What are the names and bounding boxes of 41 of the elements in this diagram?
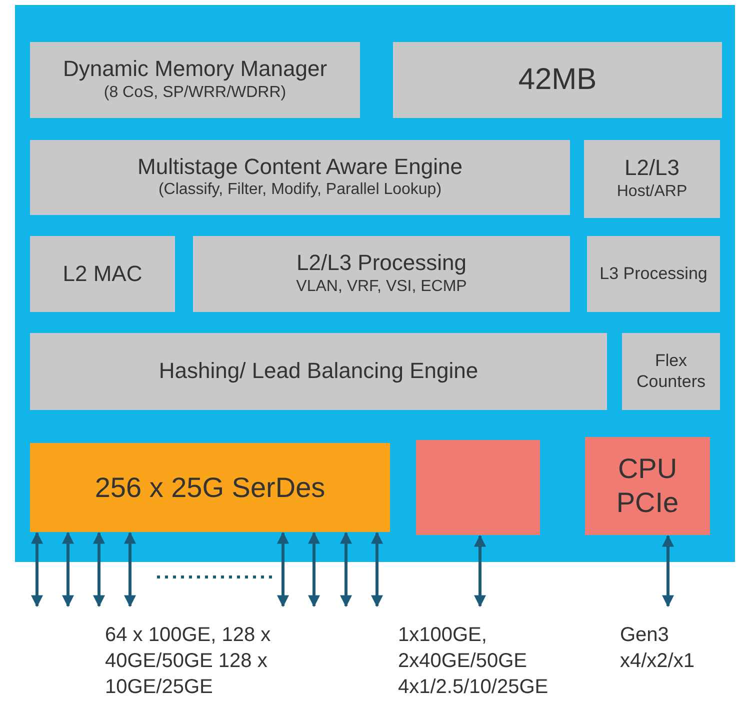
double-arrow xyxy=(31,532,43,608)
block-box xyxy=(584,140,720,218)
block-title: L2/L3 Processing xyxy=(296,250,466,277)
double-arrow xyxy=(371,532,383,608)
port-spec-text: 64 x 100GE, 128 x 40GE/50GE 128 x 10GE/25GE xyxy=(105,623,272,700)
chip-outline xyxy=(15,5,735,562)
block-subtitle: VLAN, VRF, VSI, ECMP xyxy=(296,276,467,297)
block-title: Dynamic Memory Manager xyxy=(62,56,328,83)
double-arrow xyxy=(474,534,486,608)
block-title: Flex Counters xyxy=(636,351,706,392)
double-arrow xyxy=(124,532,136,608)
block-title: L2 MAC xyxy=(62,260,142,288)
serdes-box xyxy=(30,443,390,532)
block-title: L3 Processing xyxy=(600,264,708,284)
block-subtitle: (8 CoS, SP/WRR/WDRR) xyxy=(104,82,286,103)
block-box xyxy=(587,236,720,312)
double-arrow xyxy=(308,532,320,608)
core-box xyxy=(416,440,540,535)
block-subtitle: (Classify, Filter, Modify, Parallel Lookup) xyxy=(158,180,442,200)
block-box xyxy=(622,333,720,410)
double-arrow xyxy=(662,534,674,608)
double-arrow xyxy=(93,532,105,608)
block-box xyxy=(193,236,570,312)
block-title: Multistage Content Aware Engine xyxy=(138,154,462,180)
block-box xyxy=(30,236,175,312)
cpu-box xyxy=(585,437,710,535)
block-title: 42MB xyxy=(518,62,597,98)
block-box xyxy=(30,140,570,215)
block-title: L2/L3 xyxy=(624,155,680,182)
double-arrow xyxy=(340,532,352,608)
block-title: CPU PCIe xyxy=(615,452,680,520)
double-arrow xyxy=(62,532,74,608)
port-spec-text: 1x100GE, 2x40GE/50GE 4x1/2.5/10/25GE xyxy=(398,623,550,700)
block-box xyxy=(393,42,722,118)
port-spec-text: Gen3 x4/x2/x1 xyxy=(620,623,696,674)
block-subtitle: Host/ARP xyxy=(616,182,688,202)
block-title: Hashing/ Lead Balancing Engine xyxy=(158,358,478,385)
block-box xyxy=(30,42,360,118)
double-arrow xyxy=(277,532,289,608)
block-title: 256 x 25G SerDes xyxy=(94,470,326,504)
block-box xyxy=(30,333,607,410)
